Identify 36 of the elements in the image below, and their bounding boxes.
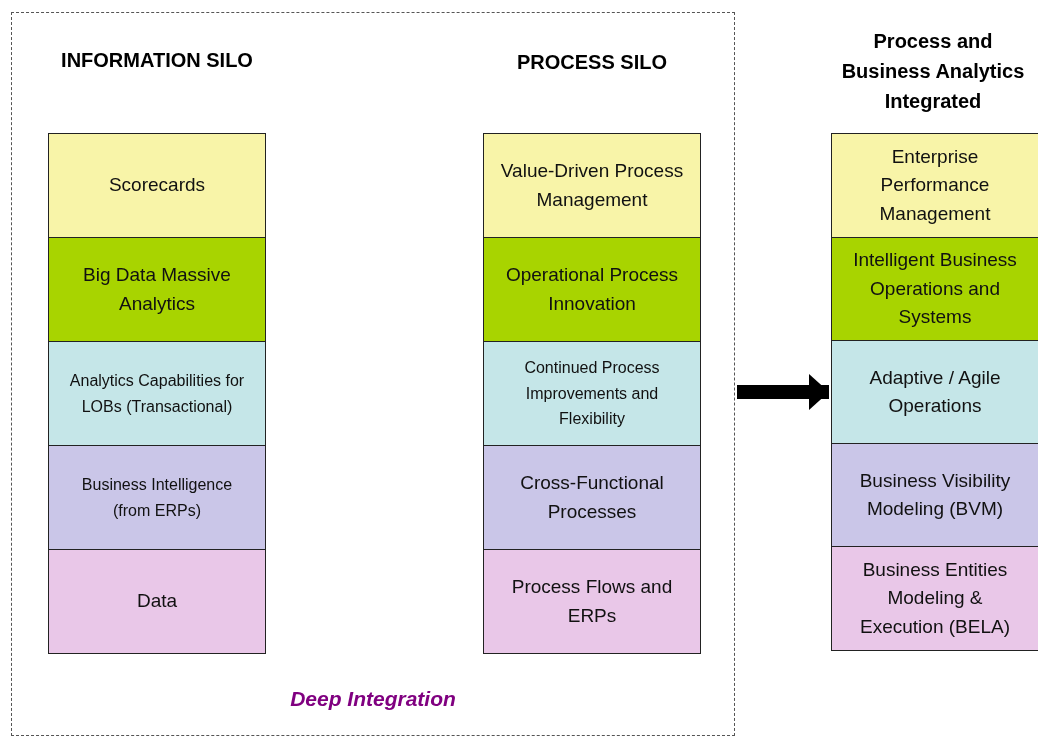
layer-label: Operational Process Innovation bbox=[504, 263, 680, 316]
column-heading: Process and Business Analytics Integrated bbox=[840, 29, 1026, 114]
layer-label: Data bbox=[136, 589, 178, 614]
layer-label: Scorecards bbox=[108, 173, 206, 198]
layer-box bbox=[483, 445, 701, 550]
column-heading: PROCESS SILO bbox=[516, 50, 668, 75]
column-heading: INFORMATION SILO bbox=[60, 48, 254, 73]
layer-label: Business Visibility Modeling (BVM) bbox=[858, 468, 1012, 521]
layer-box bbox=[483, 133, 701, 238]
layer-box bbox=[831, 340, 1038, 444]
layer-label: Big Data Massive Analytics bbox=[82, 263, 232, 316]
layer-box bbox=[831, 133, 1038, 238]
layer-label: Continued Process Improvements and Flexibility bbox=[523, 358, 661, 430]
layer-label: Intelligent Business Operations and Systems bbox=[852, 248, 1018, 330]
layer-box bbox=[483, 237, 701, 342]
layer-box bbox=[483, 341, 701, 446]
layer-box bbox=[48, 237, 266, 342]
layer-label: Value-Driven Process Management bbox=[499, 159, 685, 212]
layer-box bbox=[831, 546, 1038, 651]
layer-box bbox=[831, 443, 1038, 547]
layer-box bbox=[483, 549, 701, 654]
arrow bbox=[737, 374, 829, 410]
layer-box bbox=[831, 237, 1038, 341]
layer-label: Business Entities Modeling & Execution (BELA) bbox=[859, 557, 1011, 639]
layer-box bbox=[48, 549, 266, 654]
layer-label: Analytics Capabilities for LOBs (Transactional) bbox=[68, 370, 246, 417]
layer-box bbox=[48, 445, 266, 550]
layer-label: Process Flows and ERPs bbox=[510, 575, 674, 628]
layer-label: Business Intelligence (from ERPs) bbox=[80, 474, 234, 521]
dashed-region bbox=[11, 12, 735, 736]
layer-label: Adaptive / Agile Operations bbox=[868, 365, 1002, 418]
layer-label: Cross-Functional Processes bbox=[519, 471, 665, 524]
layer-label: Enterprise Performance Management bbox=[878, 144, 992, 226]
layer-box bbox=[48, 341, 266, 446]
layer-box bbox=[48, 133, 266, 238]
region-caption: Deep Integration bbox=[289, 687, 457, 711]
